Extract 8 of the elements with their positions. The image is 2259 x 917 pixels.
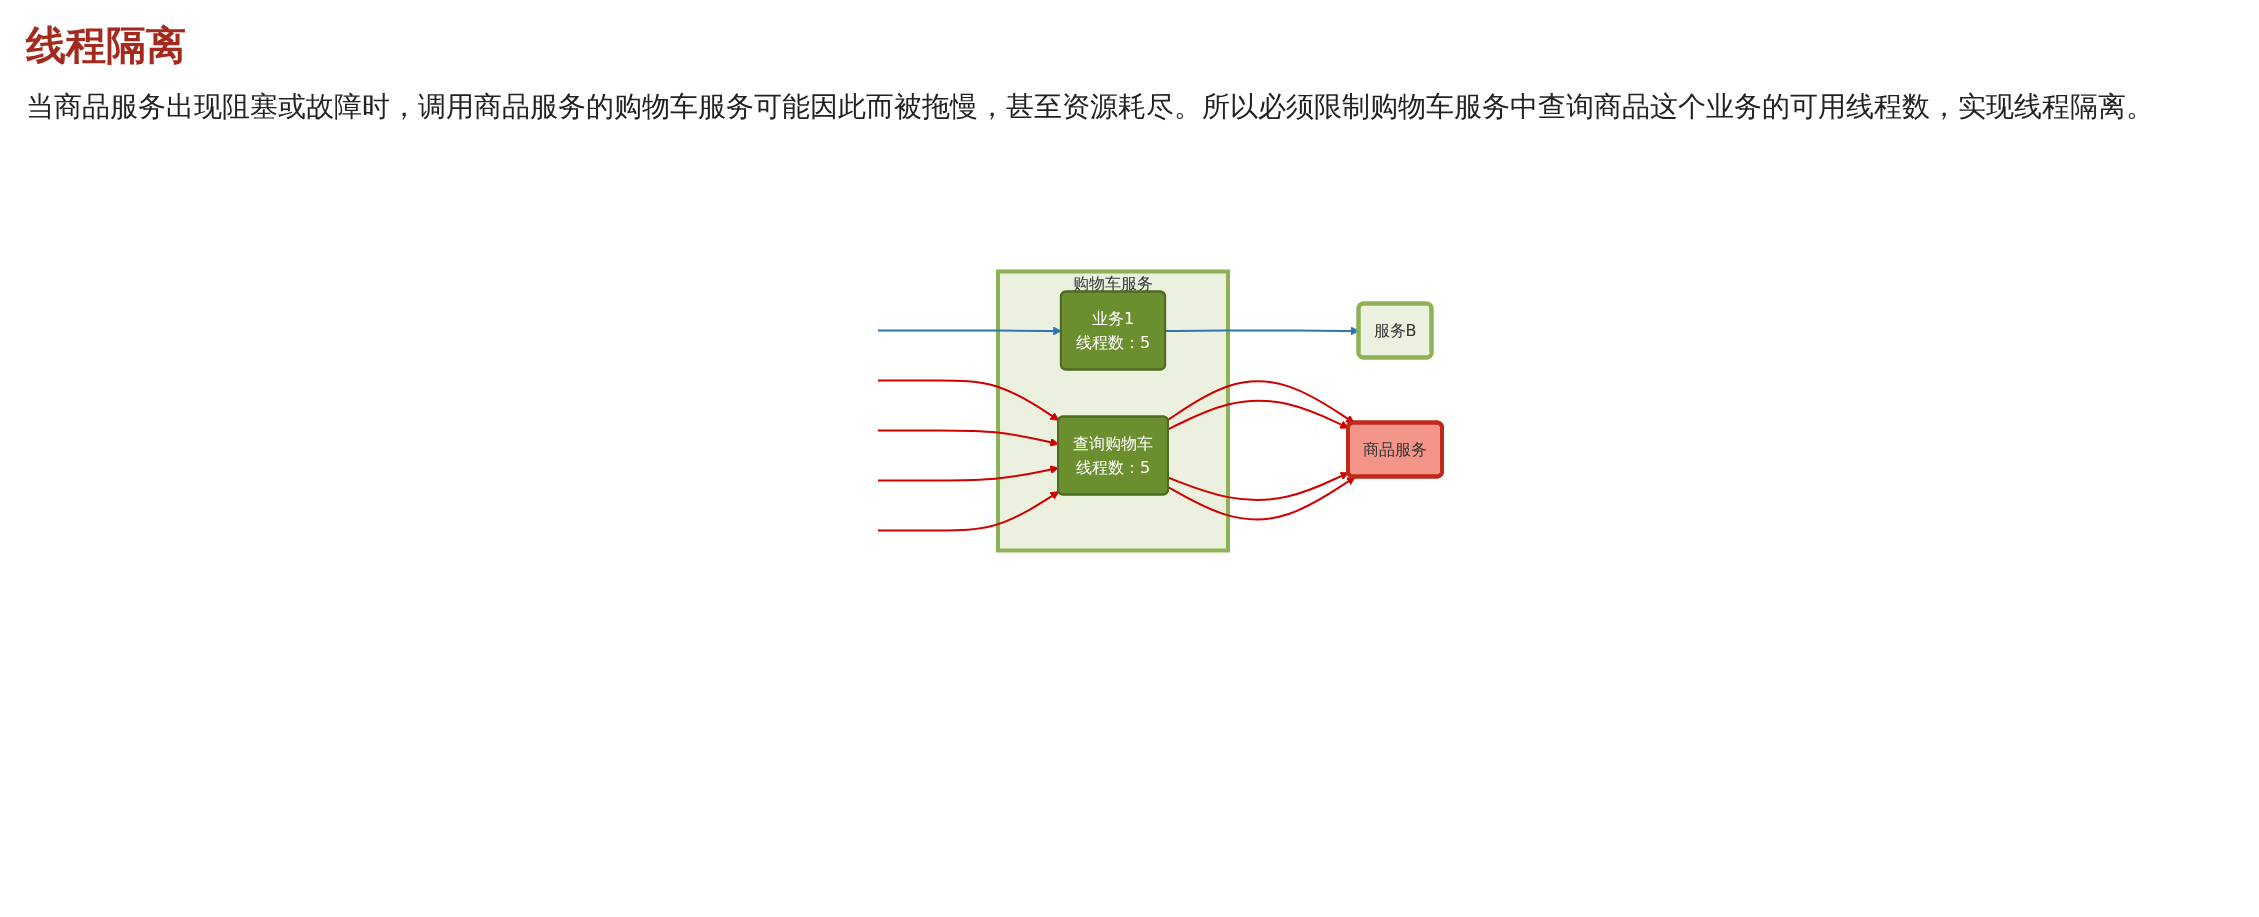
arrow	[1167, 399, 1349, 430]
page-title: 线程隔离	[26, 21, 187, 70]
arrow	[1166, 379, 1355, 423]
arrow	[876, 379, 1059, 421]
arrow	[1167, 476, 1355, 520]
description-text: 当商品服务出现阻塞或故障时，调用商品服务的购物车服务可能因此而被拖慢，甚至资源耗尽。所以必须限制购物车服务中查询商品这个业务的可用线程数，实现线程隔离。	[26, 89, 2155, 125]
arrow	[1167, 471, 1349, 501]
arrow	[876, 490, 1059, 532]
